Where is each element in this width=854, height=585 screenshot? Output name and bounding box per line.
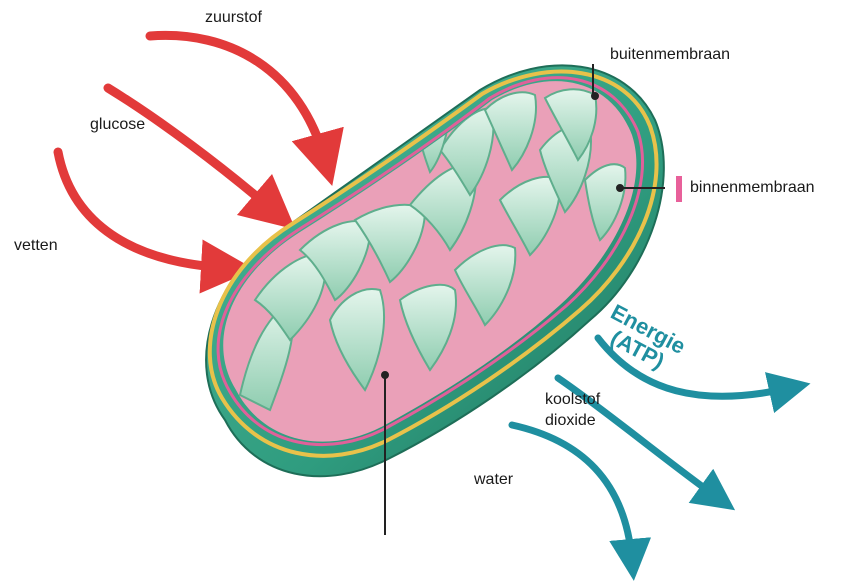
inner-membrane-dot	[617, 185, 623, 191]
label-outer-membrane: buitenmembraan	[610, 45, 730, 66]
glucose-arrow	[108, 88, 275, 212]
outer-membrane-dot	[592, 93, 598, 99]
fats-arrow	[58, 152, 228, 268]
water-arrow	[512, 425, 632, 560]
oxygen-arrow	[150, 35, 325, 160]
label-oxygen: zuurstof	[205, 8, 262, 29]
label-fats: vetten	[14, 236, 58, 257]
label-glucose: glucose	[90, 115, 145, 136]
matrix-dot	[382, 372, 388, 378]
label-inner-membrane: binnenmembraan	[690, 178, 815, 199]
label-carbon-dioxide-line1: koolstof	[545, 391, 600, 408]
inner-membrane-legend-bar	[676, 176, 682, 202]
label-carbon-dioxide: koolstof dioxide	[545, 390, 635, 432]
label-carbon-dioxide-line2: dioxide	[545, 412, 596, 429]
label-water: water	[474, 470, 513, 491]
